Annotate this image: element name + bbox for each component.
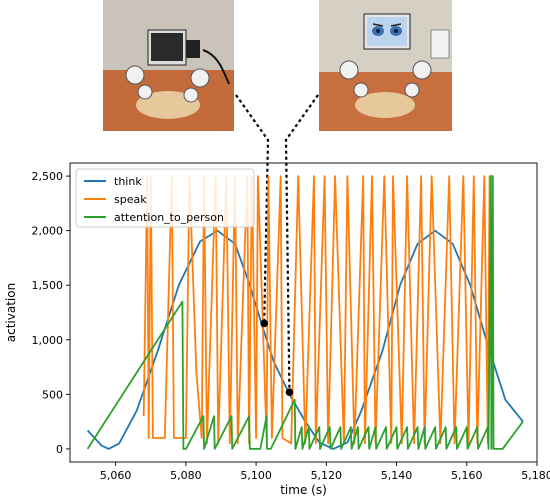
plot-frame [69, 162, 538, 463]
y-axis: 0 500 1,000 1,500 2,000 2,500 [32, 170, 70, 456]
x-tick-label: 5,080 [170, 469, 202, 482]
connector-line-1 [235, 94, 270, 324]
connector-line-2 [284, 94, 319, 393]
robot-screen-off-photo-icon [103, 0, 234, 131]
x-tick-label: 5,180 [521, 469, 550, 482]
series-line-attention-to-person [86, 175, 524, 450]
y-tick-label: 0 [56, 443, 63, 456]
y-axis-label: activation [4, 283, 18, 342]
y-tick-label: 500 [42, 388, 63, 401]
robot-photo-right [319, 0, 452, 131]
series-line-speak [142, 175, 494, 445]
highlight-marker-1 [260, 319, 268, 328]
legend: think speak attention_to_person [75, 168, 255, 228]
y-tick-label: 2,000 [32, 225, 64, 238]
marker-layer [260, 319, 294, 396]
connector-lines [235, 94, 319, 393]
legend-label-speak: speak [114, 193, 147, 206]
screen-off [151, 33, 183, 61]
x-tick-label: 5,120 [311, 469, 343, 482]
x-axis: 5,060 5,080 5,100 5,120 5,140 5,160 5,180 [100, 462, 550, 482]
robot-photo-left [103, 0, 234, 131]
x-tick-label: 5,160 [451, 469, 483, 482]
legend-label-attention-to-person: attention_to_person [114, 211, 224, 224]
x-tick-label: 5,140 [381, 469, 413, 482]
y-tick-label: 2,500 [32, 170, 64, 183]
x-axis-label: time (s) [280, 483, 327, 497]
y-tick-label: 1,500 [32, 279, 64, 292]
series-line-think [86, 229, 524, 450]
series-layer [86, 175, 524, 450]
highlight-marker-2 [285, 388, 294, 396]
legend-label-think: think [114, 175, 142, 188]
legend-box [75, 168, 255, 228]
y-tick-label: 1,000 [32, 334, 64, 347]
robot-screen-eyes-photo-icon [319, 0, 452, 131]
x-tick-label: 5,100 [240, 469, 272, 482]
x-tick-label: 5,060 [100, 469, 132, 482]
